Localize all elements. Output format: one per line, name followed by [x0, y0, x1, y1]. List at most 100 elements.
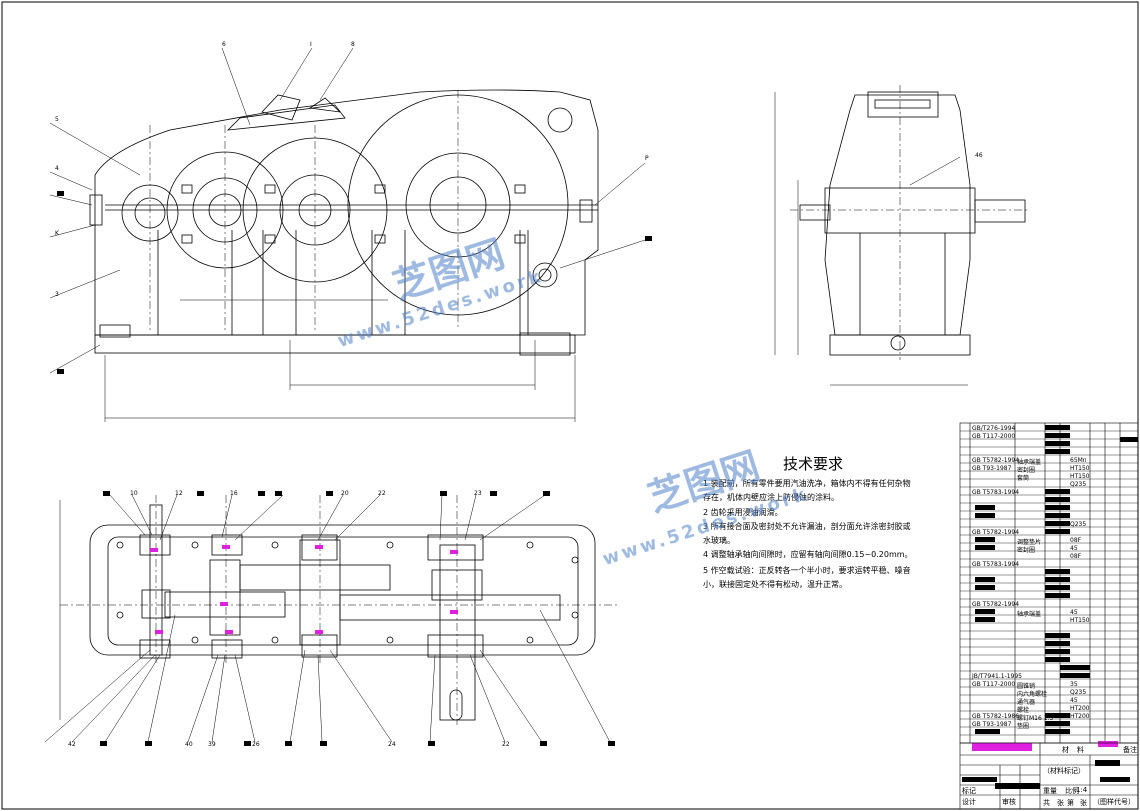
bom-material: Q235: [1070, 521, 1087, 528]
bom-rows: [960, 430, 1138, 736]
bom-material: HT150: [1070, 473, 1090, 480]
bom-standard: GB T5783-1994: [972, 561, 1020, 568]
leader-39: 39: [208, 741, 216, 748]
bom-material: HT200: [1070, 713, 1090, 720]
tech-requirement-line: 3 所有接合面及密封处不允许漏油，剖分面允许涂密封胶或: [703, 522, 911, 531]
tech-requirement-line: 存在，机体内壁应涂上防侵蚀的涂料。: [703, 493, 839, 502]
leader-4: 4: [55, 165, 59, 172]
bom-item-name: 圆锥销: [1017, 683, 1036, 690]
side-housing: [824, 94, 971, 336]
leader-I: I: [310, 41, 312, 48]
leader-42: 42: [68, 741, 76, 748]
scale-value: 1:4: [1076, 786, 1088, 794]
leader-26: 26: [252, 741, 260, 748]
tech-requirement-line: 小，联接固定处不得有松动，温升正常。: [703, 580, 847, 589]
leader-8: 8: [351, 41, 355, 48]
bom-item-name: 垫圈: [1017, 723, 1030, 730]
side-view: [774, 85, 1030, 386]
bom-standard: GB T93-1987: [972, 721, 1012, 728]
bom-material: 08F: [1070, 537, 1082, 544]
bom-material: HT200: [1070, 705, 1090, 712]
leader-K: K: [55, 230, 60, 237]
tech-requirement-line: 4 调整轴承轴向间隙时，应留有轴向间隙0.15~0.20mm。: [703, 550, 913, 559]
title-block-cell: 共: [1043, 799, 1050, 807]
plan-view-leader-labels: 10 12 16 20 22 23 42 40 39 26 24 22: [68, 490, 510, 748]
drawing-code: （图样代号）: [1093, 798, 1135, 806]
tech-requirement-line: 1 装配前，所有零件要用汽油洗净，箱体内不得有任何杂物: [703, 479, 911, 488]
bom-item-name: 套筒: [1017, 475, 1030, 482]
leader-number-boxes: [57, 191, 652, 746]
leader-12: 12: [175, 490, 183, 497]
bom-material: 08F: [1070, 553, 1082, 560]
oil-gauge: [532, 262, 558, 288]
bom-special-label: 内六角螺栓: [1017, 691, 1048, 698]
tech-requirement-line: 2 齿轮采用浸油润滑。: [703, 508, 783, 517]
base-flange: [94, 334, 576, 354]
leader-40: 40: [185, 741, 193, 748]
output-shaft: [439, 544, 476, 721]
bom-material: 45: [1070, 545, 1078, 552]
highlight-marks: [150, 545, 458, 634]
leader-46: 46: [975, 152, 983, 159]
bom-standard: GB T117-2000: [972, 433, 1016, 440]
plan-view: [44, 494, 620, 743]
material-mark: （材料标记）: [1043, 767, 1085, 775]
bom-standard: JB/T7941.1-1995: [972, 673, 1023, 680]
title-block-cell: 张: [1057, 799, 1064, 807]
bom-magenta-fills: [972, 741, 1118, 751]
bom-standard: GB T5782-1994: [972, 529, 1020, 536]
bom-standard: GB T117-2000: [972, 681, 1016, 688]
bom-item-name: 轴承端盖: [1017, 459, 1042, 466]
bom-item-name: 密封圈: [1017, 467, 1036, 474]
title-block-cell: 设计: [962, 798, 976, 806]
inspection-cover: [226, 104, 346, 131]
technical-requirements-title: 技术要求: [783, 455, 844, 473]
bom-material: 35: [1070, 681, 1078, 688]
tech-requirement-line: 水玻璃。: [703, 536, 735, 545]
bom-material: 45: [1070, 697, 1078, 704]
front-view: [49, 47, 646, 422]
bom-item-name: 螺栓: [1017, 707, 1030, 714]
title-block-cell: 张: [1080, 799, 1087, 807]
bom-item-name: 通气器: [1017, 699, 1036, 706]
leader-24: 24: [388, 741, 396, 748]
bom-material: Q235: [1070, 481, 1087, 488]
bom-standard: GB T5782-1986: [972, 713, 1020, 720]
tech-requirement-line: 5 作空载试验：正反转各一个半小时，要求运转平稳、噪音: [703, 566, 911, 575]
leader-5: 5: [55, 116, 59, 123]
bom-special-label: 螺钉M16 1.5: [1017, 715, 1054, 722]
front-view-leader-labels: 6 I 8 5 4 K 3 P: [55, 41, 649, 298]
leader-22: 22: [378, 490, 386, 497]
leader-16: 16: [230, 490, 238, 497]
title-block-cell: 比例: [1065, 787, 1079, 795]
leader-10: 10: [130, 490, 138, 497]
leader-20: 20: [341, 490, 349, 497]
bom-standard: GB T5783-1994: [972, 489, 1020, 496]
title-block-cell: 材: [1062, 746, 1069, 754]
plan-housing: [89, 524, 596, 656]
bom-standard: GB T5782-1994: [972, 601, 1020, 608]
title-block-cell: 标记: [962, 787, 976, 795]
leader-3: 3: [55, 291, 59, 298]
bom-item-name: 调整垫片: [1017, 539, 1042, 546]
bom-material: HT150: [1070, 617, 1090, 624]
title-block-cell: 第: [1067, 799, 1074, 807]
title-block-cell: 审核: [1002, 798, 1016, 806]
bom-standard: GB T5782-1994: [972, 457, 1020, 464]
leader-23: 23: [474, 490, 482, 497]
title-block-black-fills: [962, 760, 1130, 789]
bom-material: 45: [1070, 609, 1078, 616]
bom-item-name: 密封圈: [1017, 547, 1036, 554]
leader-22b: 22: [502, 741, 510, 748]
leader-P: P: [645, 155, 649, 162]
bom-standard: GB/T276-1994: [972, 425, 1016, 432]
leader-6: 6: [222, 41, 226, 48]
bom-material: 65Mn: [1070, 457, 1087, 464]
bom-black-fills: [975, 425, 1138, 734]
bom-standard: GB T93-1987: [972, 465, 1012, 472]
bom-material: HT150: [1070, 465, 1090, 472]
housing-outline: [94, 89, 599, 336]
title-block-cell: 备注: [1123, 746, 1137, 754]
